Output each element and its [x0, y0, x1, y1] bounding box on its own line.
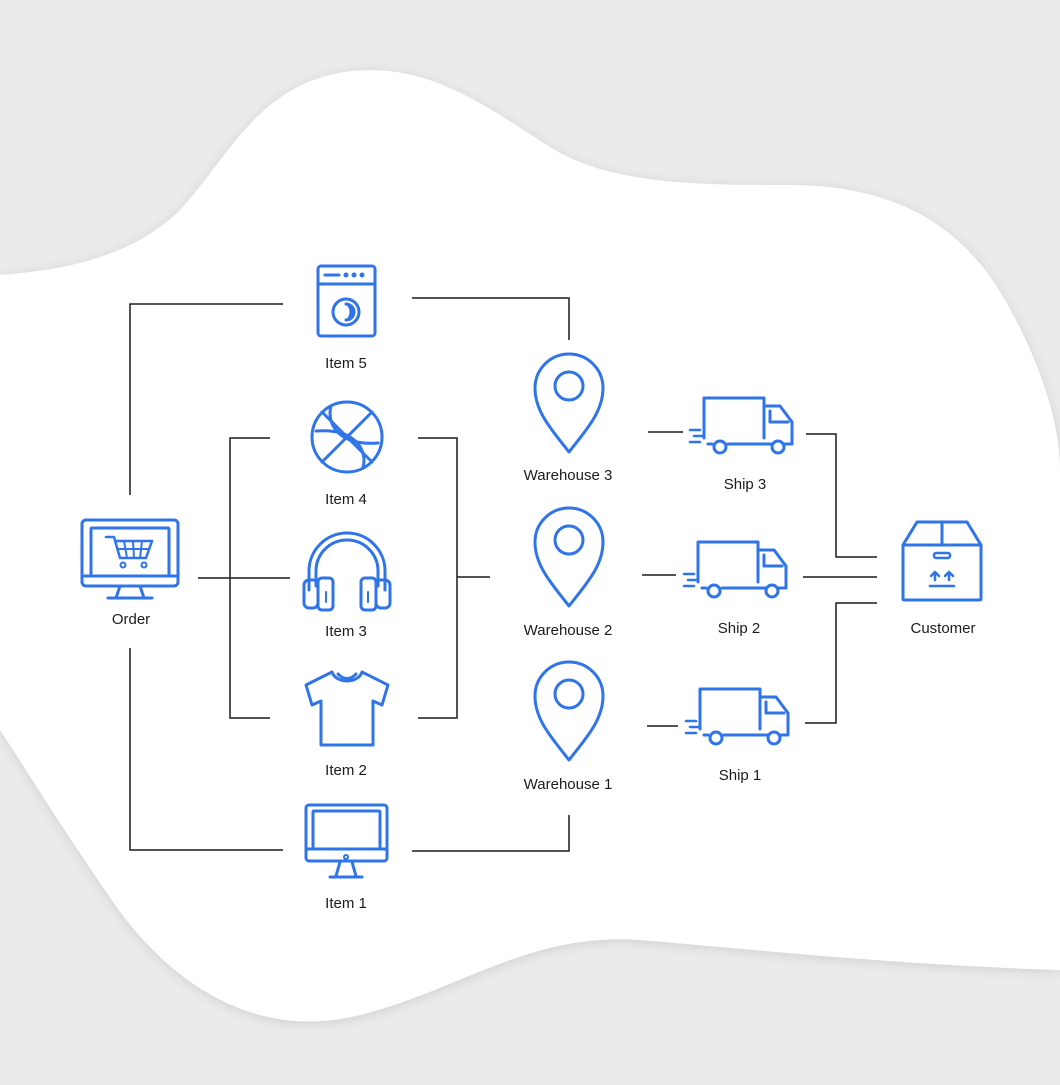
node-label-item3: Item 3	[325, 623, 367, 640]
node-label-item5: Item 5	[325, 355, 367, 372]
connector-lines	[129, 297, 877, 852]
node-label-order: Order	[111, 611, 151, 628]
package-box-icon	[901, 520, 983, 602]
t-shirt-icon	[304, 670, 390, 747]
delivery-truck-icon	[688, 396, 794, 455]
location-pin-icon	[533, 660, 605, 762]
edge-ship3-customer	[806, 433, 877, 558]
node-label-warehouse3: Warehouse 3	[523, 467, 613, 484]
location-pin-icon	[533, 352, 605, 454]
delivery-truck-icon	[682, 540, 788, 599]
basketball-icon	[310, 400, 384, 474]
edge-item4-item2-merge	[418, 437, 458, 719]
node-label-item4: Item 4	[325, 491, 367, 508]
node-label-warehouse2: Warehouse 2	[523, 622, 613, 639]
delivery-truck-icon	[684, 687, 790, 746]
node-label-ship3: Ship 3	[723, 476, 767, 493]
edge-item1-warehouse1	[412, 815, 570, 852]
node-label-warehouse1: Warehouse 1	[523, 776, 613, 793]
monitor-icon	[304, 803, 389, 879]
background-blob	[0, 70, 1060, 1022]
computer-cart-icon	[80, 518, 180, 600]
node-label-ship1: Ship 1	[718, 767, 762, 784]
washing-machine-icon	[316, 264, 377, 338]
edge-order-item1	[129, 648, 283, 851]
edge-ship1-customer	[805, 602, 877, 724]
node-label-customer: Customer	[910, 620, 976, 637]
location-pin-icon	[533, 506, 605, 608]
edge-order-item5	[129, 303, 283, 495]
node-label-ship2: Ship 2	[717, 620, 761, 637]
headphones-icon	[302, 531, 392, 612]
node-label-item1: Item 1	[325, 895, 367, 912]
node-label-item2: Item 2	[325, 762, 367, 779]
edge-item5-warehouse3	[412, 297, 570, 340]
